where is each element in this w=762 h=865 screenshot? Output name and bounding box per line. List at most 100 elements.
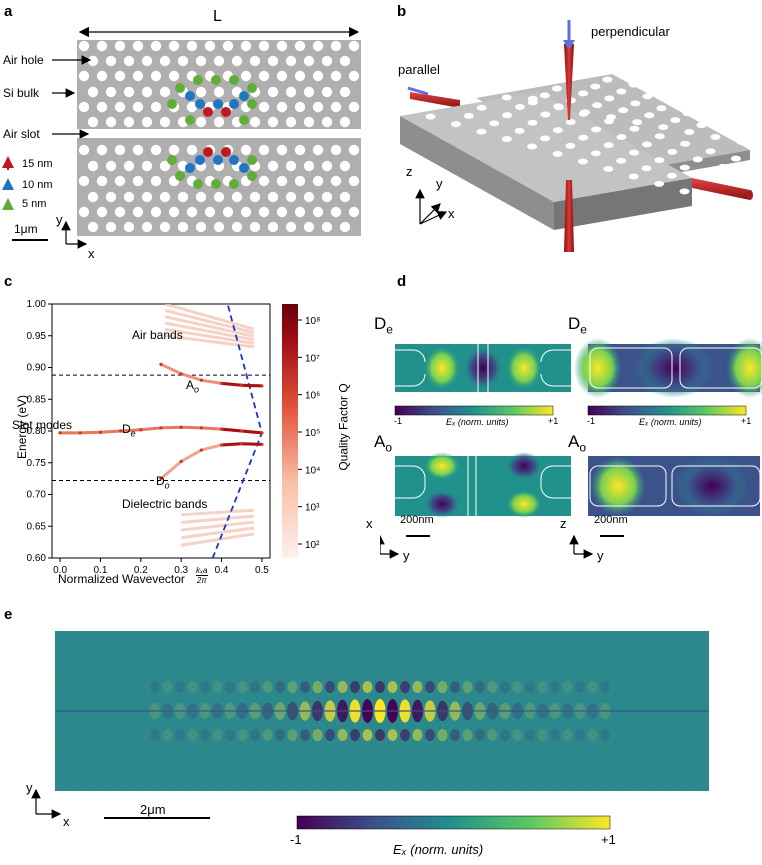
field-hole-outline [129,734,141,746]
field-hole-outline [249,664,261,676]
field-hole-outline [185,692,197,704]
field-hole-outline [393,748,405,760]
field-lobe [550,681,560,693]
air-hole [348,175,360,187]
field-hole-outline [441,776,453,788]
slab-hole [641,165,652,172]
air-hole [114,175,126,187]
displaced-hole [247,171,257,181]
field-hole-outline [273,678,285,690]
field-hole-outline [305,762,317,774]
field-lobe [450,729,460,741]
air-hole [96,40,108,52]
field-lobe [512,729,523,741]
air-hole [132,70,144,82]
field-hole-outline [297,664,309,676]
air-hole [132,206,144,218]
air-hole [303,86,315,98]
field-hole-outline [225,678,237,690]
air-hole [168,70,180,82]
air-hole [213,221,225,233]
panel-a-label: a [4,3,13,20]
slab-hole [527,119,538,126]
displaced-hole [229,99,239,109]
air-hole [348,206,360,218]
c-colorbar-label: Quality Factor Q [336,383,351,471]
field-hole-outline [657,762,669,774]
slab-hole [730,179,741,186]
c-ylabel: Energy (eV) [15,394,30,460]
slab-hole [578,134,589,141]
field-hole-outline [641,650,653,662]
slab-hole [618,107,629,114]
field-hole-outline [449,762,461,774]
field-lobe [300,729,310,741]
field-hole-outline [633,776,645,788]
slab-hole [684,129,695,136]
field-hole-outline [473,748,485,760]
field-hole-outline [89,664,101,676]
slab-hole [602,76,613,83]
slab-hole [577,158,588,165]
field-hole-outline [225,762,237,774]
air-hole [159,160,171,172]
band-point [199,448,203,452]
field-hole-outline [345,776,357,788]
slab-hole [706,96,717,103]
field-hole-outline [465,650,477,662]
field-hole-outline [265,776,277,788]
air-band-curve [164,304,255,331]
field-hole-outline [313,776,325,788]
field-hole-outline [225,650,237,662]
air-hole [150,144,162,156]
air-hole [195,86,207,98]
field-hole-outline [281,692,293,704]
c-ytick: 1.00 [27,299,47,310]
field-hole-outline [649,664,661,676]
field-hole-outline [217,720,229,732]
field-lobe [362,681,373,693]
air-hole [132,40,144,52]
field-hole-outline [345,748,357,760]
slab-hole [616,88,627,95]
air-hole [141,55,153,67]
field-hole-outline [217,692,229,704]
c-ytick: 0.85 [27,394,47,405]
field-hole-outline [545,678,557,690]
c-ytick: 0.95 [27,331,47,342]
field-hole-outline [145,734,157,746]
field-hole-outline [65,734,77,746]
air-hole [168,40,180,52]
field-hole-outline [561,650,573,662]
field-hole-outline [545,650,557,662]
field-hole-outline [457,692,469,704]
slab-hole [743,171,754,178]
field-hole-outline [585,748,597,760]
field-hole-outline [345,692,357,704]
band-point [58,431,62,435]
band-point [159,426,163,430]
de-right-label: De [568,314,587,337]
field-hole-outline [289,650,301,662]
field-hole-outline [433,678,445,690]
field-lobe [487,681,498,693]
field-hole-outline [81,762,93,774]
air-hole [258,206,270,218]
field-hole-outline [617,748,629,760]
field-lobe [237,729,248,741]
air-hole [159,221,171,233]
air-hole [105,55,117,67]
field-hole-outline [673,678,685,690]
displaced-hole [175,83,185,93]
field-lobe [287,681,298,693]
legend-15nm: 15 nm [22,158,53,170]
air-hole [312,40,324,52]
air-hole [78,175,90,187]
air-hole [285,86,297,98]
band-point [219,427,224,431]
slab-hole [603,118,614,125]
air-hole [303,191,315,203]
air-hole [87,221,99,233]
field-hole-outline [553,748,565,760]
band-point [260,442,264,446]
